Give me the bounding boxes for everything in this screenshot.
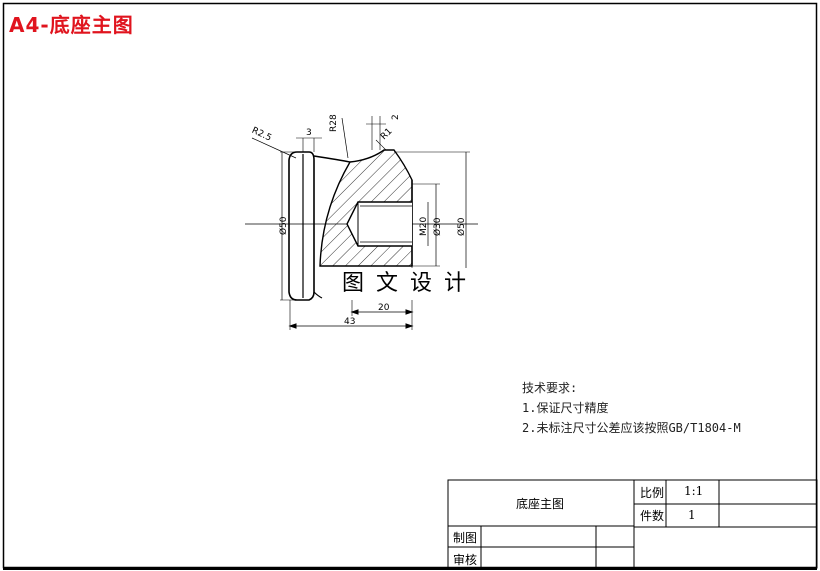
dim-3: 3 — [306, 128, 312, 138]
dim-dia50-right: Ø50 — [456, 217, 467, 236]
part-name: 底座主图 — [516, 497, 565, 511]
dim-dia50-left: Ø50 — [278, 216, 289, 235]
dim-r2-5: R2.5 — [250, 126, 273, 144]
checked-label: 审核 — [453, 553, 478, 567]
sheet-title: A4-底座主图 — [9, 13, 134, 37]
dim-dia30: Ø30 — [432, 217, 443, 236]
notes-heading: 技术要求: — [522, 381, 578, 395]
technical-notes: 技术要求: 1.保证尺寸精度 2.未标注尺寸公差应该按照GB/T1804-M — [522, 378, 741, 438]
threaded-hole — [346, 201, 412, 247]
dim-r1: R1 — [379, 127, 395, 143]
part-view — [245, 116, 478, 330]
note-item-2: 2.未标注尺寸公差应该按照GB/T1804-M — [522, 421, 741, 435]
dim-20: 20 — [378, 303, 390, 313]
note-item-1: 1.保证尺寸精度 — [522, 401, 609, 415]
scale-label: 比例 — [640, 486, 665, 500]
scale-value: 1:1 — [684, 484, 704, 498]
watermark: 图文设计 — [336, 268, 490, 300]
title-block — [447, 479, 818, 569]
neck-bottom-curve — [313, 291, 323, 299]
flange-outline — [288, 151, 315, 301]
dim-m20: M20 — [419, 217, 429, 236]
dim-r28: R28 — [329, 114, 339, 132]
drawn-label: 制图 — [453, 531, 478, 545]
neck-top-curve — [313, 155, 351, 163]
qty-label: 件数 — [640, 509, 665, 523]
qty-value: 1 — [688, 508, 696, 522]
dim-2: 2 — [391, 114, 401, 120]
dim-43: 43 — [344, 317, 355, 327]
